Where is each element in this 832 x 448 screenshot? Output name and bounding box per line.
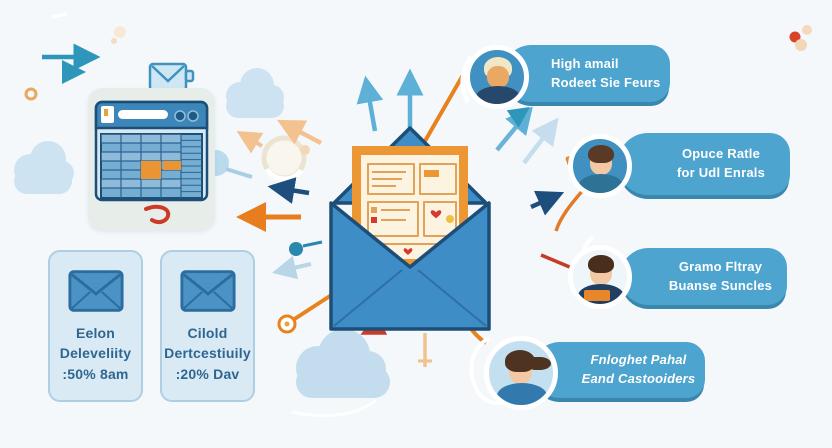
avatar-hair (505, 350, 535, 372)
banner-line: for Udl Enrals (676, 165, 766, 180)
cloud-bottom (296, 329, 390, 398)
callout-banner-open-rate: Opuce Ratle for Udl Enrals (618, 133, 790, 195)
envelope-icon (67, 270, 124, 312)
avatar-hair (588, 145, 614, 163)
avatar-torso (497, 383, 547, 405)
envelope-icon (148, 62, 195, 92)
stat-title: Cilold (187, 325, 228, 341)
banner-line: High amail (551, 55, 619, 71)
stat-subtitle: Deleveliity (59, 345, 132, 362)
avatar-badge (584, 290, 610, 301)
avatar-person-1 (465, 45, 529, 109)
avatar-person-3 (568, 245, 632, 309)
cloud-left (14, 141, 74, 194)
banner-line: Gramo Fltray (678, 258, 763, 274)
callout-banner-customers: Fnloghet Pahal Eand Castooiders (532, 342, 705, 398)
notification-ring-icon (277, 314, 297, 334)
avatar-person-4 (484, 336, 558, 410)
avatar-torso (476, 86, 520, 104)
toolbar-button (187, 110, 199, 122)
callout-banner-open-hours: High amail Rodeet Sie Feurs (503, 45, 670, 102)
banner-line: Buanse Suncles (668, 277, 773, 293)
teal-pin-icon (289, 240, 323, 256)
browser-spreadsheet-icon (94, 100, 209, 225)
spreadsheet-window-card (88, 88, 215, 230)
stat-card-delivery: Eelon Deleveliity :50% 8am (48, 250, 143, 402)
stat-value: :20% Dav (175, 365, 240, 382)
callout-banner-brand-entry: Gramo Fltray Buanse Suncles (620, 248, 787, 305)
stat-value: :50% 8am (62, 365, 129, 382)
corner-dots (789, 25, 812, 51)
banner-line: Rodeet Sie Feurs (551, 74, 661, 90)
faint-dots (51, 12, 126, 44)
right-arrow-icon (42, 43, 101, 84)
stat-subtitle: Dertcestiuily (164, 345, 251, 362)
avatar-face (487, 66, 509, 88)
avatar-torso (579, 174, 623, 193)
envelope-icon (179, 270, 236, 312)
stat-card-deliverability: Cilold Dertcestiuily :20% Dav (160, 250, 255, 402)
avatar-person-2 (568, 134, 632, 198)
cloud-top (226, 68, 284, 118)
avatar-hair (588, 255, 614, 273)
refresh-arrow-icon (144, 204, 171, 225)
banner-line: Opuce Ratle (681, 146, 761, 162)
ring-dot (24, 87, 38, 101)
open-envelope-illustration (329, 126, 491, 331)
banner-line: Fnloghet Pahal (590, 352, 687, 368)
spreadsheet-grid (100, 133, 203, 199)
banner-line: Eand Castooiders (581, 371, 696, 386)
toolbar-button (174, 110, 186, 122)
stat-title: Eelon (75, 325, 116, 341)
faded-globe-emblem (261, 135, 310, 182)
address-bar (118, 110, 168, 119)
dagger-mark (418, 333, 432, 367)
